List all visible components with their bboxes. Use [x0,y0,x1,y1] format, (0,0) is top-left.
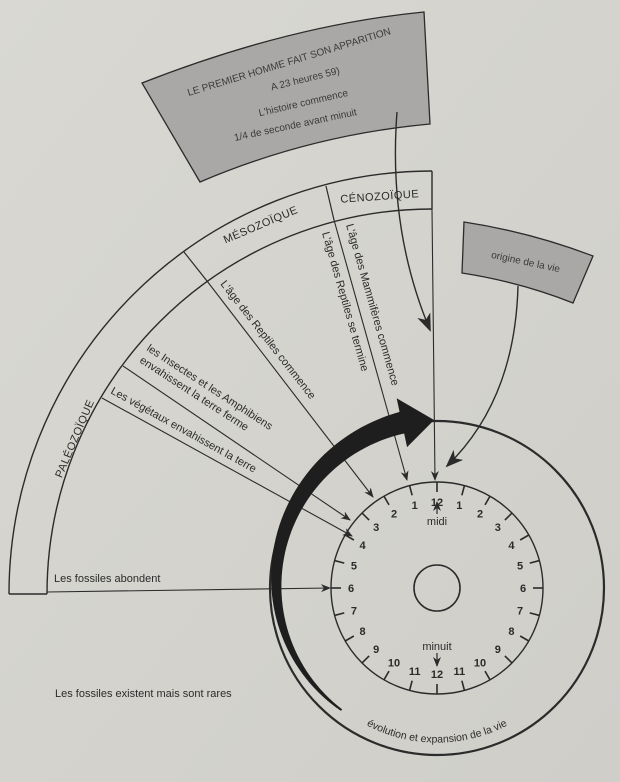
clock-hour-label: 12 [431,669,443,681]
clock-hour-label: 5 [517,561,523,573]
clock-hour-label: 2 [391,509,397,521]
clock-hour-label: 3 [373,522,379,534]
clock-tick [361,655,370,664]
clock-tick [529,559,540,564]
clock-hour-label: 11 [453,666,465,678]
clock-tick [461,680,466,691]
clock-hour-label: 2 [477,509,483,521]
first-man-callout: LE PREMIER HOMME FAIT SON APPARITION A 2… [141,11,431,332]
clock-hour-label: 6 [520,583,526,595]
clock-hour-label: 1 [456,500,462,512]
clock-hour-label: 8 [508,626,514,638]
clock-ticks [331,482,543,694]
clock-hour-label: 9 [495,644,501,656]
clock-hour-label: 10 [474,657,486,669]
clock-tick [529,612,540,617]
clock-tick [408,485,413,496]
clock-tick [344,534,355,541]
mesozoic-divider [183,251,208,282]
clock-hour-label: 5 [351,561,357,573]
clock-tick [361,512,370,521]
reptiles-begin-line [206,280,374,498]
clock-tick [484,495,491,506]
clock-center-circle [413,564,461,612]
fan-inner-arc [46,208,433,595]
clock-tick [504,512,513,521]
label-fossils-rare: Les fossiles existent mais sont rares [55,688,232,700]
midnight-label: minuit [422,641,451,653]
origin-box [461,221,594,304]
clock-outer-ring [268,419,606,757]
clock-hour-label: 10 [388,657,400,669]
clock-hour-label: 4 [508,540,515,552]
era-cenozoic: CÉNOZOÏQUE [340,187,420,205]
callout-arrow [394,111,431,332]
clock-tick [334,612,345,617]
clock-tick [344,635,355,642]
cenozoic-divider [325,185,335,221]
callout-box [141,11,431,183]
clock-hour-label: 8 [359,626,365,638]
clock-tick [519,534,530,541]
fossils-line [46,584,331,593]
clock-tick [383,670,390,681]
clock-hour-label: 1 [412,500,418,512]
clock-hour-label: 4 [359,540,366,552]
clock-hour-label: 11 [409,666,421,678]
clock-tick [461,485,466,496]
evolution-thick-arrow [271,398,435,711]
insects-line [122,365,351,521]
clock-tick [504,655,513,664]
clock-tick [408,680,413,691]
noon-label: midi [427,516,447,528]
clock-tick [383,495,390,506]
reptiles-end-line [333,219,409,481]
label-fossils-abound: Les fossiles abondent [54,573,160,585]
plants-line [101,397,353,537]
clock-hour-label: 7 [351,605,357,617]
noon-line [430,208,439,481]
clock-hour-label: 7 [517,605,523,617]
clock-hour-label: 3 [495,522,501,534]
clock-tick [334,559,345,564]
fan-outer-arc [8,170,433,595]
clock-tick [519,635,530,642]
clock-hour-label: 9 [373,644,379,656]
clock-tick [484,670,491,681]
origin-arrow [445,285,519,468]
origin-callout: origine de la vie [445,221,594,468]
clock-hour-label: 6 [348,583,354,595]
